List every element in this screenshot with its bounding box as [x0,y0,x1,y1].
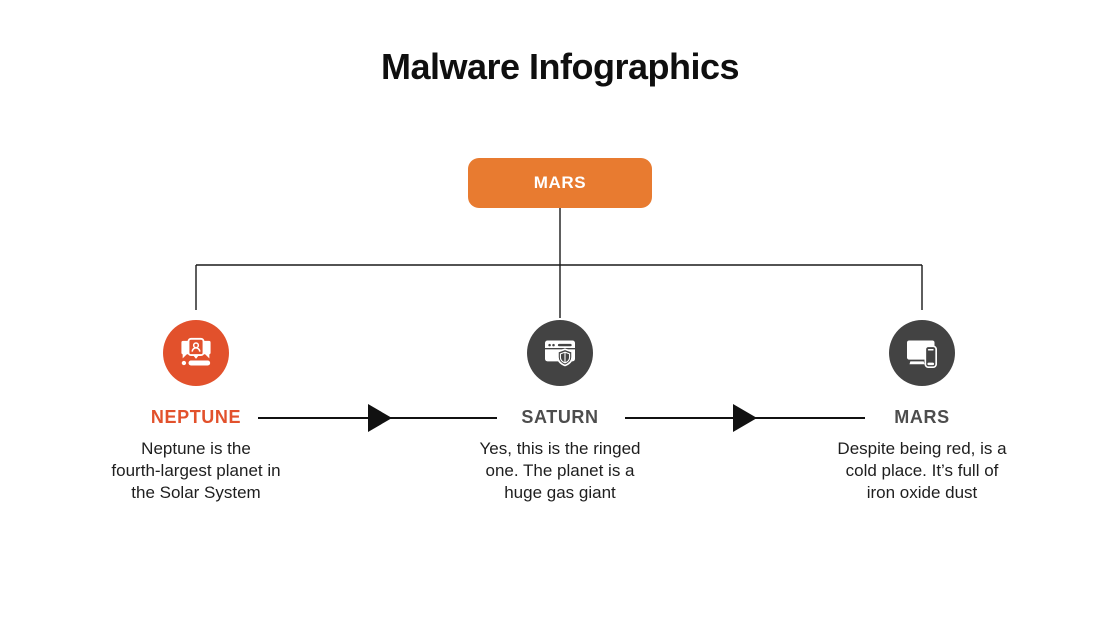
node-icon-circle-neptune [163,320,229,386]
page-title: Malware Infographics [380,46,740,87]
node-icon-circle-mars [889,320,955,386]
desc-line: cold place. It’s full of [845,461,999,480]
node-description-saturn: Yes, this is the ringed one. The planet … [445,438,675,504]
desc-line: Yes, this is the ringed [479,439,641,458]
desc-line: the Solar System [131,483,261,502]
node-label-neptune: NEPTUNE [150,407,242,427]
arrow-head-icon-2 [733,404,757,432]
devices-icon [907,340,937,368]
node-icon-circle-saturn [527,320,593,386]
desc-line: Despite being red, is a [837,439,1007,458]
node-label-saturn: SATURN [521,407,599,427]
browser-shield-icon [545,340,575,367]
root-node-button[interactable]: MARS [468,158,652,208]
desc-line: fourth-largest planet in [111,461,281,480]
desc-line: Neptune is the [141,439,251,458]
node-description-mars: Despite being red, is a cold place. It’s… [807,438,1037,504]
arrow-head-icon-1 [368,404,392,432]
desc-line: huge gas giant [504,483,616,502]
desc-line: iron oxide dust [866,483,978,502]
forum-user-icon [181,337,211,366]
node-description-neptune: Neptune is the fourth-largest planet in … [81,438,311,504]
desc-line: one. The planet is a [485,461,635,480]
node-label-mars: MARS [894,407,950,427]
tree-connector-lines [195,208,923,318]
